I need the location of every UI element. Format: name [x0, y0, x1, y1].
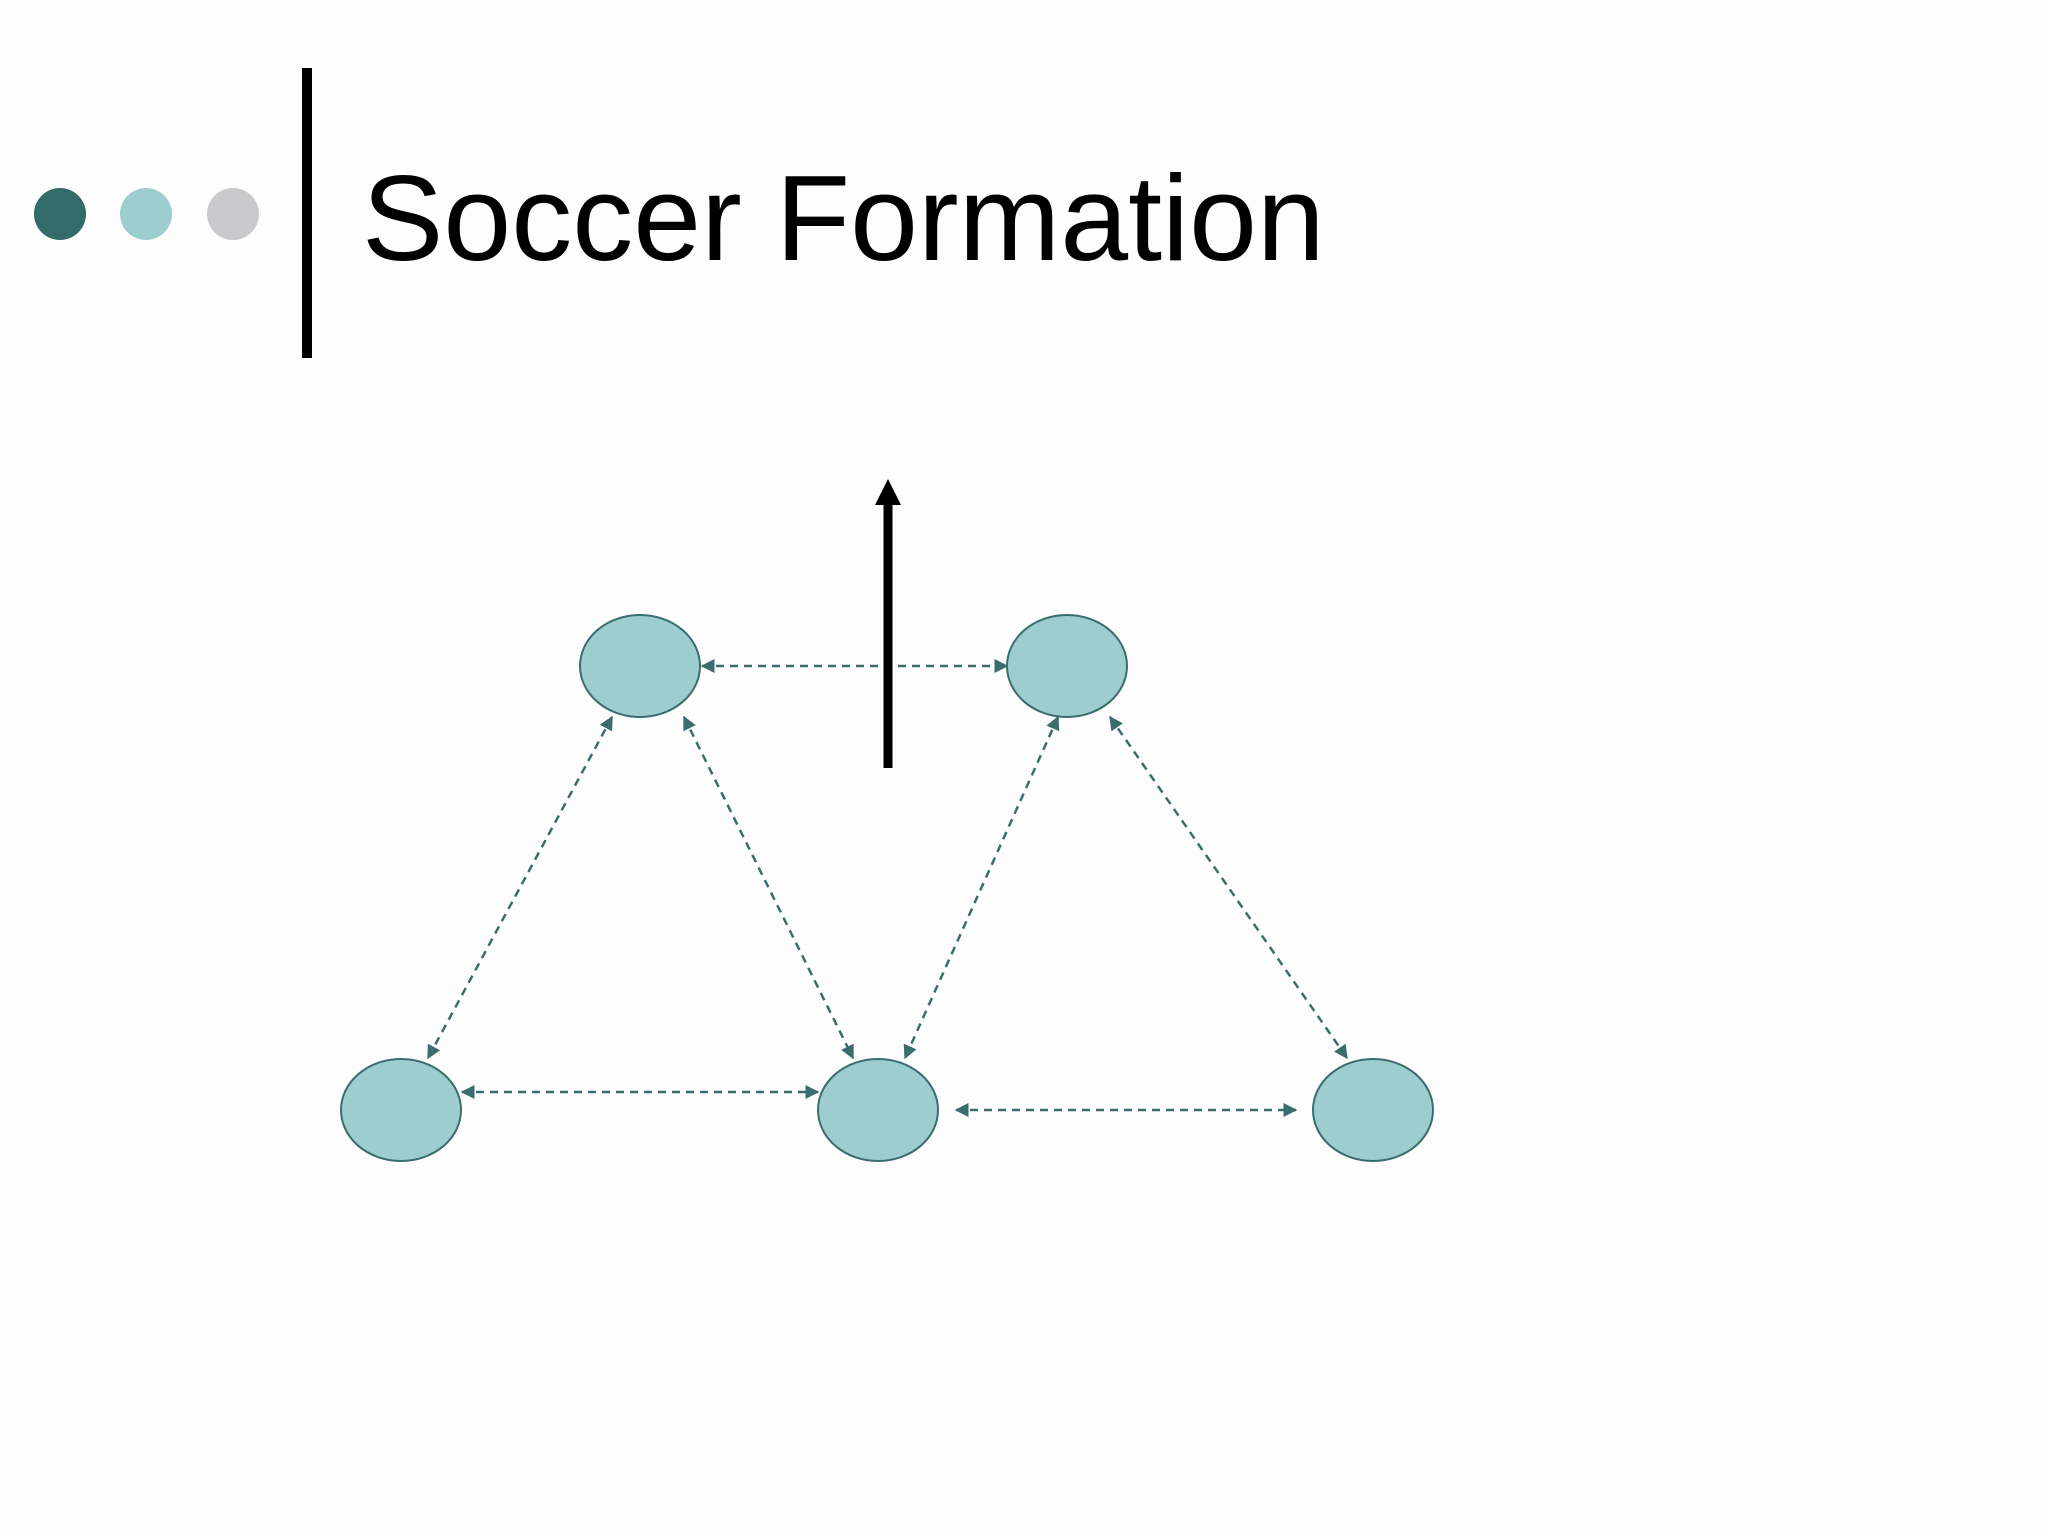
light-teal-dot-icon: [120, 188, 172, 240]
player-node-bottom-left: [340, 1058, 462, 1162]
player-node-bottom-right: [1312, 1058, 1434, 1162]
link-top-left-to-bottom-center: [682, 715, 855, 1060]
link-top-left-to-bottom-left: [426, 715, 614, 1060]
player-node-top-right: [1006, 614, 1128, 718]
links-layer: [426, 659, 1349, 1117]
link-top-right-to-bottom-center: [903, 715, 1060, 1060]
player-node-bottom-center: [817, 1058, 939, 1162]
slide-title: Soccer Formation: [362, 150, 1325, 286]
title-divider: [302, 68, 312, 358]
nodes-layer: [340, 614, 1434, 1162]
gray-dot-icon: [207, 188, 259, 240]
dark-teal-dot-icon: [34, 188, 86, 240]
link-top-right-to-bottom-right: [1108, 715, 1349, 1060]
player-node-top-left: [579, 614, 701, 718]
